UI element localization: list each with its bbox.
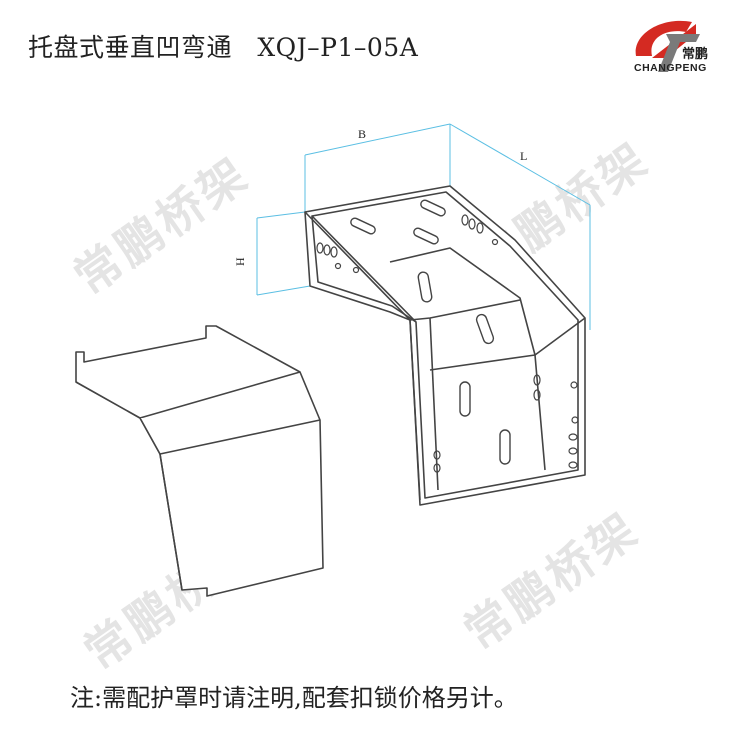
footnote: 注:需配护罩时请注明,配套扣锁价格另计。 (70, 684, 518, 712)
logo-brand-cn: 常鹏 (682, 47, 709, 62)
side-holes (316, 214, 579, 473)
slot-group (350, 199, 511, 465)
elbow-tray (304, 185, 586, 506)
dimension-l-label: L (520, 149, 527, 163)
dimension-b-label: B (358, 127, 366, 141)
dimension-h-line (256, 211, 311, 296)
dimension-l-line (449, 123, 591, 330)
changpeng-logo (635, 20, 700, 72)
cover-plate (75, 325, 324, 597)
logo-brand-en: CHANGPENG (634, 62, 707, 74)
page-title: 托盘式垂直凹弯通 XQJ–P1–05A (28, 33, 419, 62)
dimension-h-label: H (233, 257, 247, 266)
dimension-b-line (304, 123, 451, 212)
